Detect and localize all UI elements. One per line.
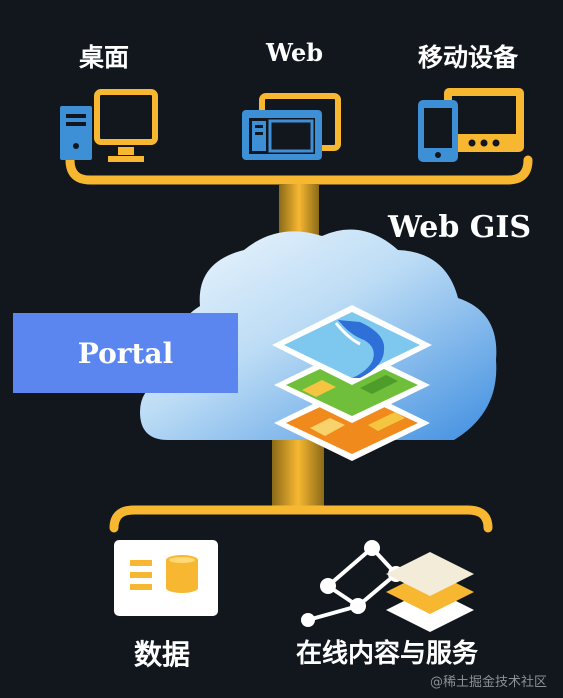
watermark: @稀土掘金技术社区 (429, 675, 547, 690)
web-label: Web (266, 38, 324, 67)
database-icon (114, 540, 218, 616)
bottom-connector (272, 430, 324, 512)
desktop-icon (60, 89, 158, 162)
desktop-label: 桌面 (79, 43, 130, 72)
mobile-label: 移动设备 (418, 43, 519, 72)
portal-box: Portal (13, 313, 238, 393)
network-services-icon (301, 540, 474, 632)
data-label: 数据 (134, 638, 191, 671)
webgis-title: Web GIS (388, 210, 532, 245)
bottom-bracket (109, 505, 493, 533)
content-services-label: 在线内容与服务 (296, 639, 479, 669)
top-bracket (65, 155, 533, 185)
web-icon (242, 93, 341, 160)
mobile-icon (418, 88, 524, 162)
map-layers-icon (272, 305, 432, 461)
portal-label: Portal (77, 336, 174, 370)
